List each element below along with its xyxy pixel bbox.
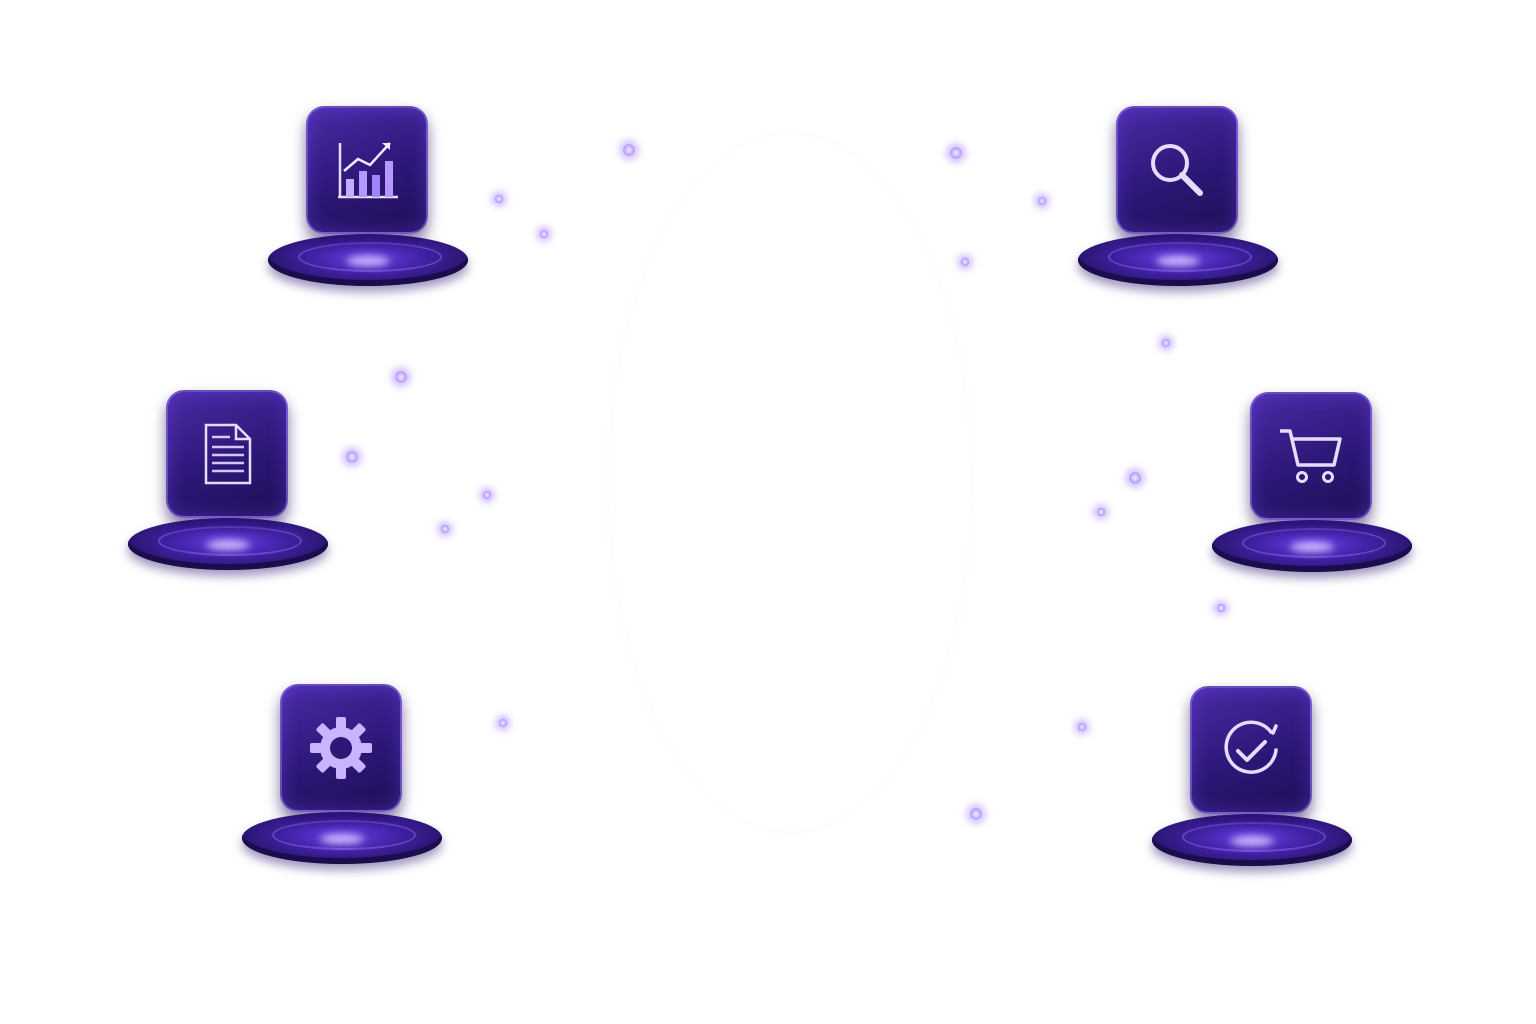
shopping-cart-icon <box>1280 429 1342 483</box>
cart-card <box>1250 392 1372 520</box>
sparkle-dot <box>394 370 408 384</box>
sparkle-dot <box>539 229 549 239</box>
sparkle-dot <box>498 718 508 728</box>
bar-chart-trend-icon <box>338 142 398 199</box>
tile-cart <box>1212 392 1412 572</box>
sparkle-dot <box>345 450 359 464</box>
sparkle-dot <box>1128 471 1142 485</box>
check-card <box>1190 686 1312 814</box>
sparkle-dot <box>1077 722 1087 732</box>
tile-check <box>1152 686 1352 866</box>
settings-card <box>280 684 402 812</box>
pedestal <box>1078 234 1278 286</box>
sparkle-dot <box>482 490 492 500</box>
sparkle-dot <box>960 257 970 267</box>
pedestal <box>242 812 442 864</box>
document-card <box>166 390 288 518</box>
pedestal <box>1152 814 1352 866</box>
pedestal <box>268 234 468 286</box>
center-ring <box>610 135 970 830</box>
tile-analytics <box>268 106 468 286</box>
sparkle-dot <box>440 524 450 534</box>
sparkle-dot <box>1161 338 1171 348</box>
sparkle-dot <box>1037 196 1047 206</box>
sparkle-dot <box>494 194 504 204</box>
sparkle-dot <box>1096 507 1106 517</box>
magnifier-icon <box>1151 144 1203 196</box>
pedestal <box>1212 520 1412 572</box>
gear-icon <box>310 717 372 779</box>
tile-document <box>128 390 328 570</box>
pedestal <box>128 518 328 570</box>
tile-search <box>1078 106 1278 286</box>
sparkle-dot <box>622 143 636 157</box>
sparkle-dot <box>949 146 963 160</box>
search-card <box>1116 106 1238 234</box>
sparkle-dot <box>969 807 983 821</box>
document-icon <box>204 423 252 485</box>
tile-settings <box>242 684 442 864</box>
analytics-card <box>306 106 428 234</box>
check-circle-icon <box>1224 720 1278 774</box>
sparkle-dot <box>1216 603 1226 613</box>
